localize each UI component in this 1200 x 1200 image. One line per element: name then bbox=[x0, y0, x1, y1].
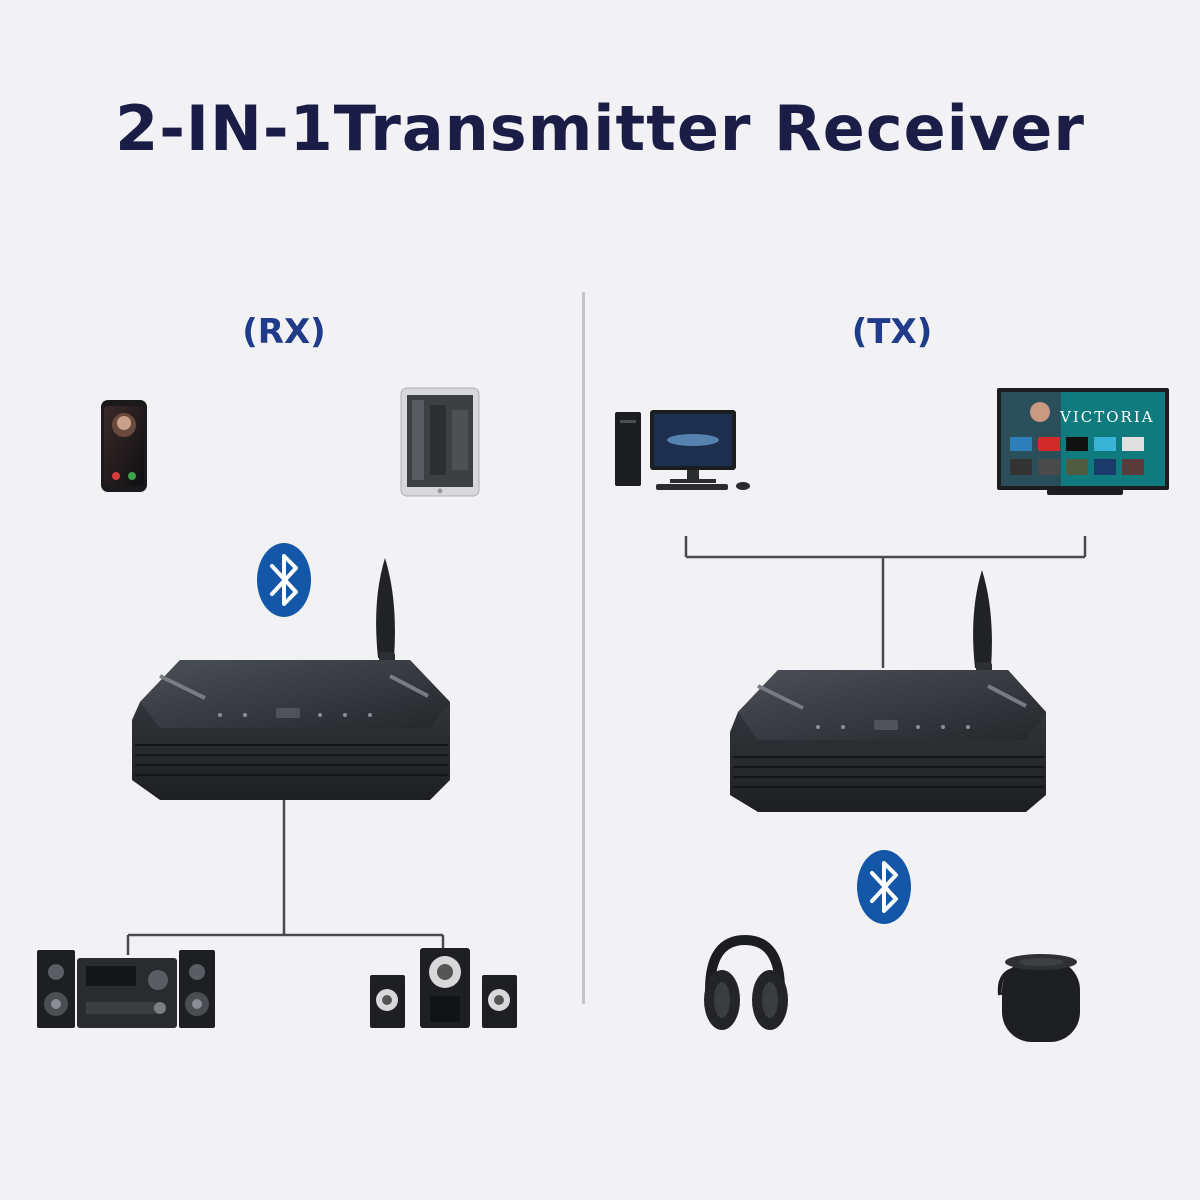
section-divider bbox=[582, 292, 585, 1004]
rx-connector-lines bbox=[126, 800, 445, 955]
bluetooth-speaker-icon bbox=[997, 954, 1080, 1042]
page-title: 2-IN-1Transmitter Receiver bbox=[115, 92, 1085, 165]
stereo-system-icon bbox=[37, 950, 215, 1028]
desktop-computer-icon bbox=[615, 410, 750, 490]
headphones-icon bbox=[704, 934, 788, 1030]
tx-connector-lines bbox=[684, 536, 1087, 668]
tv-icon: VICTORIA bbox=[997, 388, 1169, 495]
tx-transceiver-device bbox=[730, 570, 1046, 812]
speaker-set-icon bbox=[370, 948, 517, 1028]
rx-transceiver-device bbox=[132, 558, 450, 800]
bluetooth-icon bbox=[857, 850, 911, 924]
tablet-icon bbox=[400, 387, 480, 497]
tx-mode-label: (TX) bbox=[851, 312, 933, 352]
rx-mode-label: (RX) bbox=[242, 312, 326, 352]
bluetooth-icon bbox=[257, 543, 311, 617]
tv-brand-label: VICTORIA bbox=[1059, 408, 1155, 426]
phone-icon bbox=[101, 400, 147, 492]
